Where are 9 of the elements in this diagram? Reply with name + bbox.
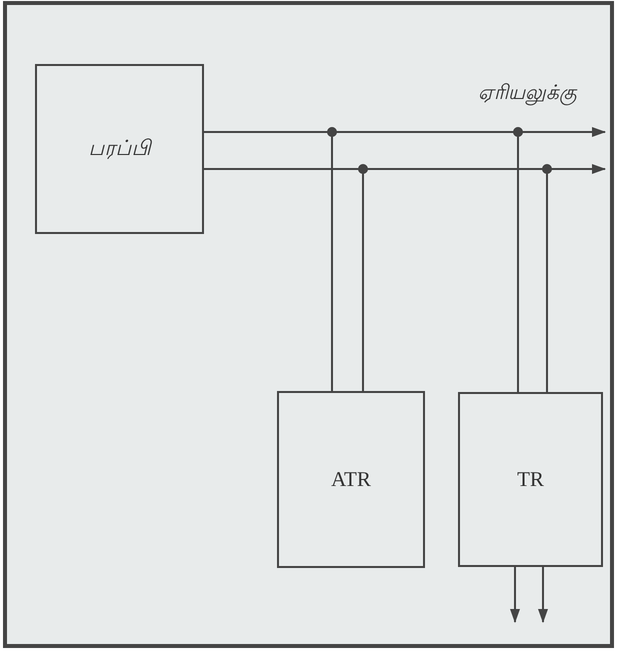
destination-label: ஏரியலுக்கு: [478, 80, 577, 106]
tr-box: [458, 392, 603, 567]
block-label: ATR: [331, 467, 371, 492]
arrow: [510, 567, 520, 623]
block-label: TR: [517, 467, 544, 492]
arrow: [538, 567, 548, 623]
transmitter-box: [35, 64, 204, 234]
block-label: பரப்பி: [88, 136, 150, 162]
atr-box: [277, 391, 425, 568]
